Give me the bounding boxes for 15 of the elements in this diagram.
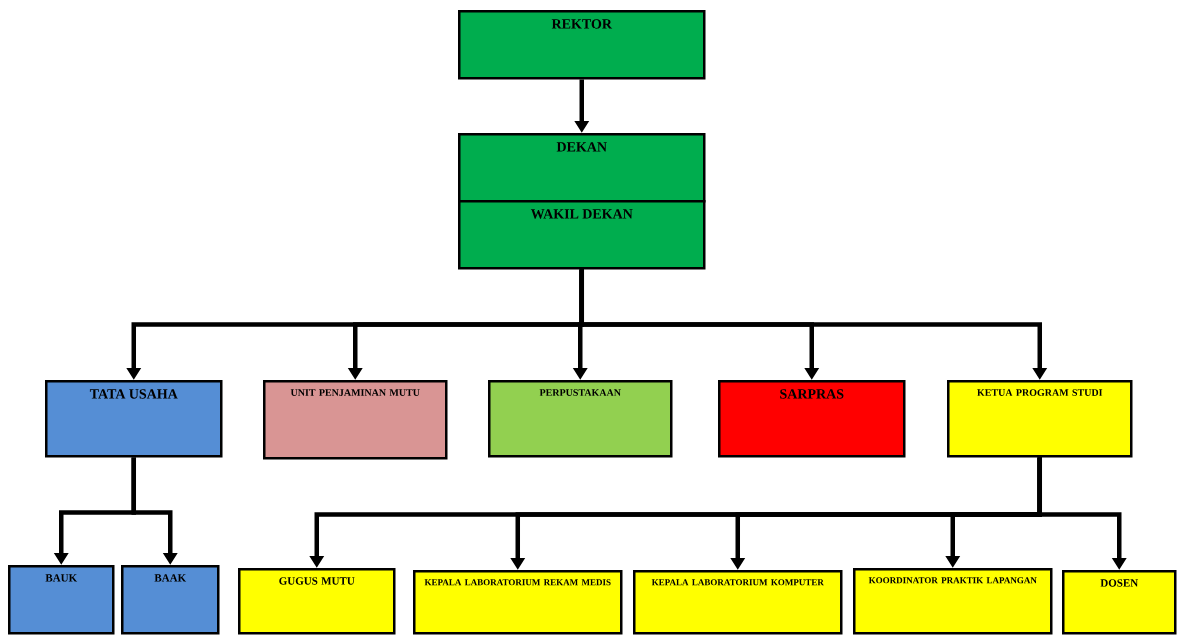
org-box: KEPALA LABORATORIUM REKAM MEDIS [413,570,623,635]
org-box: KOORDINATOR PRAKTIK LAPANGAN [853,568,1053,635]
org-box: SARPRAS [718,380,906,458]
org-box: WAKIL DEKAN [458,200,706,270]
org-box: GUGUS MUTU [238,568,396,635]
org-box: KETUA PROGRAM STUDI [947,380,1133,458]
org-box: REKTOR [458,10,706,80]
org-box: TATA USAHA [45,380,223,458]
org-box: DEKAN [458,133,706,203]
org-box: DOSEN [1062,570,1177,635]
org-box: PERPUSTAKAAN [488,380,673,458]
org-box: UNIT PENJAMINAN MUTU [263,380,448,460]
org-box: BAAK [121,565,220,635]
org-box: KEPALA LABORATORIUM KOMPUTER [633,570,843,635]
org-box: BAUK [8,565,115,635]
